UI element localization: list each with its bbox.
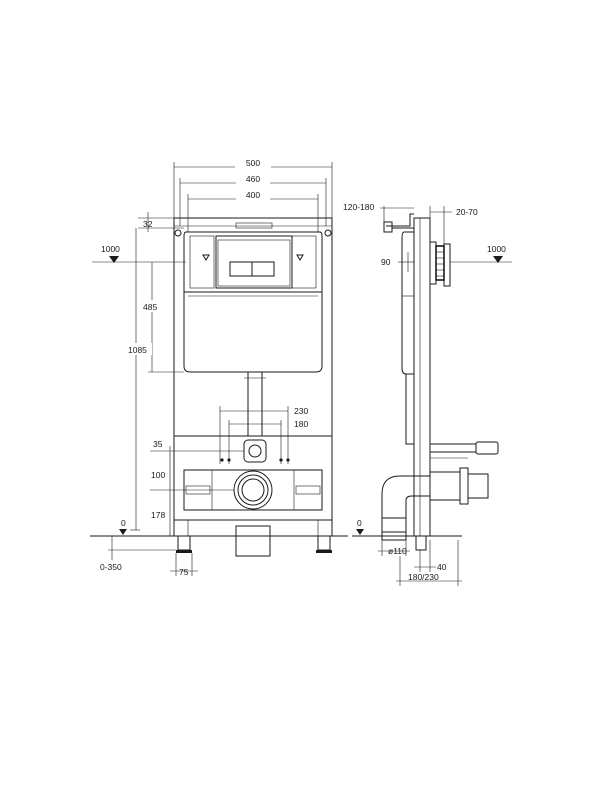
side-foot xyxy=(415,535,427,551)
top-bracket xyxy=(235,222,273,229)
right-foot-pad xyxy=(316,550,332,553)
wall-bracket xyxy=(386,213,414,227)
dim-485: 485 xyxy=(143,302,157,312)
left-service-block xyxy=(189,235,215,289)
cistern-body xyxy=(183,231,323,373)
level-marker-icon xyxy=(109,256,119,263)
actuator-body xyxy=(435,245,445,281)
right-service-block xyxy=(291,235,317,289)
dim-180-230: 180/230 xyxy=(408,572,439,582)
dim-460: 460 xyxy=(246,174,260,184)
level-marker-icon xyxy=(356,529,364,535)
level-marker-icon xyxy=(119,529,127,535)
drain-outlet-outer xyxy=(233,470,273,510)
flush-connection xyxy=(243,439,267,463)
drain-flange xyxy=(459,467,469,505)
flush-plate-side xyxy=(443,243,451,287)
drain-pipe-side xyxy=(429,471,461,501)
dim-0-side: 0 xyxy=(357,518,362,528)
water-connection xyxy=(429,443,477,453)
side-view: 120-180 20-70 1000 90 0 ø110 40 180/230 xyxy=(343,202,512,586)
actuator-plate xyxy=(429,241,437,285)
dim-100: 100 xyxy=(151,470,165,480)
dim-180: 180 xyxy=(294,419,308,429)
mounting-hole-right xyxy=(324,229,332,237)
drain-outlet-mid xyxy=(237,474,269,506)
dim-pipe-diameter: ø110 xyxy=(388,546,407,556)
level-marker-icon xyxy=(493,256,503,263)
anchor-hole xyxy=(220,458,224,462)
drain-outlet-inner xyxy=(241,478,265,502)
dim-0-front: 0 xyxy=(121,518,126,528)
dim-120-180: 120-180 xyxy=(343,202,374,212)
front-view: 500 460 400 32 1000 485 1085 xyxy=(90,158,348,577)
water-connector xyxy=(475,441,499,455)
dim-0-350: 0-350 xyxy=(100,562,122,572)
drain-slot-right xyxy=(295,485,321,495)
flush-connection-inner xyxy=(248,444,262,458)
dim-500: 500 xyxy=(246,158,260,168)
mounting-hole-left xyxy=(174,229,182,237)
side-flush-pipe xyxy=(405,373,415,445)
dim-20-70: 20-70 xyxy=(456,207,478,217)
flush-pipe xyxy=(247,371,263,437)
drain-elbow-front xyxy=(235,525,271,557)
side-frame-post xyxy=(413,217,431,537)
dim-90: 90 xyxy=(381,257,391,267)
dim-178: 178 xyxy=(151,510,165,520)
flush-plate-opening xyxy=(215,235,293,289)
dim-1000-side: 1000 xyxy=(487,244,506,254)
frame-outline xyxy=(173,217,333,537)
dim-40: 40 xyxy=(437,562,447,572)
dim-35: 35 xyxy=(153,439,163,449)
dim-400: 400 xyxy=(246,190,260,200)
wall-bracket-clip xyxy=(383,221,393,233)
dim-75: 75 xyxy=(179,567,189,577)
dim-230: 230 xyxy=(294,406,308,416)
drain-cap xyxy=(467,473,489,499)
right-foot xyxy=(317,535,331,551)
dim-32: 32 xyxy=(143,219,153,229)
flush-plate-inner xyxy=(217,239,291,287)
left-foot xyxy=(177,535,191,551)
dim-1085: 1085 xyxy=(128,345,147,355)
base-bracket xyxy=(187,519,319,537)
left-foot-pad xyxy=(176,550,192,553)
drain-elbow-side xyxy=(381,475,431,519)
left-triangle-icon xyxy=(202,254,210,261)
dim-1000-front: 1000 xyxy=(101,244,120,254)
right-triangle-icon xyxy=(296,254,304,261)
